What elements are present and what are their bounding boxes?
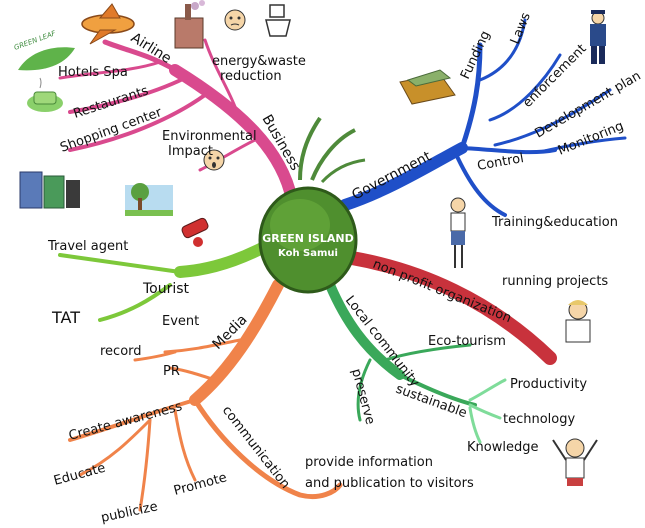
env-impact-label-2: Impact (168, 144, 213, 159)
government-enforcement-stroke (488, 53, 562, 122)
local-preserve-stroke (356, 358, 372, 422)
police-officer-icon (590, 10, 606, 64)
local-knowledge-stroke (468, 406, 482, 444)
business-restaurants-stroke (68, 76, 187, 114)
training-label: Training&education (491, 215, 618, 230)
knowledge-label: Knowledge (467, 440, 538, 455)
park-scene-icon (125, 183, 173, 216)
local-community-branch (325, 280, 507, 444)
travel-agent-label: Travel agent (47, 239, 128, 254)
toilet-icon (265, 4, 291, 37)
coconut-leaf-2 (310, 128, 356, 181)
coconut-leaf-1 (298, 116, 322, 181)
media-record-stroke (133, 350, 177, 362)
cheering-man-icon (552, 438, 598, 486)
tat-label: TAT (51, 308, 80, 327)
promote-label: Promote (172, 470, 228, 499)
laws-label: Laws (508, 10, 534, 46)
media-publicize-stroke (138, 418, 152, 512)
media-communication-stroke (192, 397, 343, 500)
technology-label: technology (503, 412, 575, 427)
media-branch (68, 279, 343, 512)
local-eco-stroke (383, 343, 472, 362)
business-airline-stroke (102, 39, 178, 73)
airplane-icon (81, 3, 135, 45)
productivity-label: Productivity (510, 377, 587, 392)
airline-label: Airline (128, 30, 174, 67)
center-title: GREEN ISLAND (262, 232, 353, 245)
local-productivity-stroke (468, 378, 507, 402)
provide-info-label-1: provide information (305, 455, 433, 470)
business-branch (58, 38, 298, 206)
confused-face-icon (203, 149, 225, 171)
government-devplan-stroke (493, 88, 612, 147)
preserve-label: preserve (348, 367, 377, 426)
tourist-label: Tourist (142, 281, 190, 297)
event-label: Event (162, 314, 199, 329)
recycle-bins-icon (19, 171, 80, 209)
business-shopping-stroke (68, 93, 207, 152)
nonprofit-label: non profit organization (371, 257, 514, 326)
energy-waste-label-2: reduction (220, 69, 282, 84)
funding-label: Funding (458, 29, 493, 82)
government-laws-stroke (478, 18, 527, 82)
control-label: Control (476, 151, 525, 174)
government-monitoring-stroke (538, 136, 627, 154)
media-promote-stroke (173, 408, 197, 482)
center-subtitle: Koh Samui (278, 248, 338, 259)
business-energy-stroke (203, 38, 242, 122)
media-main-stroke (189, 279, 284, 406)
media-awareness-stroke (68, 398, 197, 442)
hotels-spa-label: Hotels Spa (58, 65, 128, 80)
tourist-travel-stroke (58, 253, 182, 274)
coconut-highlight (270, 199, 330, 251)
tea-cup-icon (27, 77, 63, 112)
business-env-stroke (198, 138, 257, 172)
local-sustainable-stroke (398, 373, 477, 407)
money-pile-icon (399, 69, 456, 105)
center-node: GREEN ISLAND Koh Samui (258, 116, 366, 294)
tourist-main-stroke (174, 239, 274, 278)
government-funding-stroke (459, 42, 483, 151)
local-technology-stroke (468, 403, 502, 420)
child-figure-icon (450, 197, 466, 268)
government-main-stroke (339, 142, 468, 211)
educate-label: Educate (52, 461, 107, 489)
env-impact-label: Environmental (162, 129, 257, 144)
media-pr-stroke (168, 366, 217, 382)
create-awareness-label: Create awareness (67, 399, 184, 444)
presenter-woman-icon (565, 300, 591, 343)
nonprofit-main-stroke (345, 251, 557, 365)
government-training-stroke (453, 150, 507, 217)
spray-can-icon (181, 217, 209, 247)
local-main-stroke (325, 280, 405, 380)
nonprofit-branch (345, 251, 557, 365)
business-main-stroke (169, 64, 298, 206)
business-hotels-stroke (58, 60, 162, 80)
tourist-tat-stroke (98, 283, 172, 322)
running-projects-label: running projects (502, 274, 608, 289)
coconut-leaf-3 (320, 158, 366, 184)
record-label: record (100, 344, 142, 359)
worried-face-icon (224, 9, 246, 31)
eco-tourism-label: Eco-tourism (428, 334, 506, 349)
factory-icon (174, 0, 205, 49)
publicize-label: publicize (100, 499, 159, 526)
energy-waste-label: energy&waste (212, 54, 306, 69)
government-branch (339, 18, 627, 217)
pr-label: PR (163, 364, 180, 379)
provide-info-label-2: and publication to visitors (305, 476, 474, 491)
media-educate-stroke (78, 418, 152, 477)
leaf-icon (18, 47, 75, 71)
